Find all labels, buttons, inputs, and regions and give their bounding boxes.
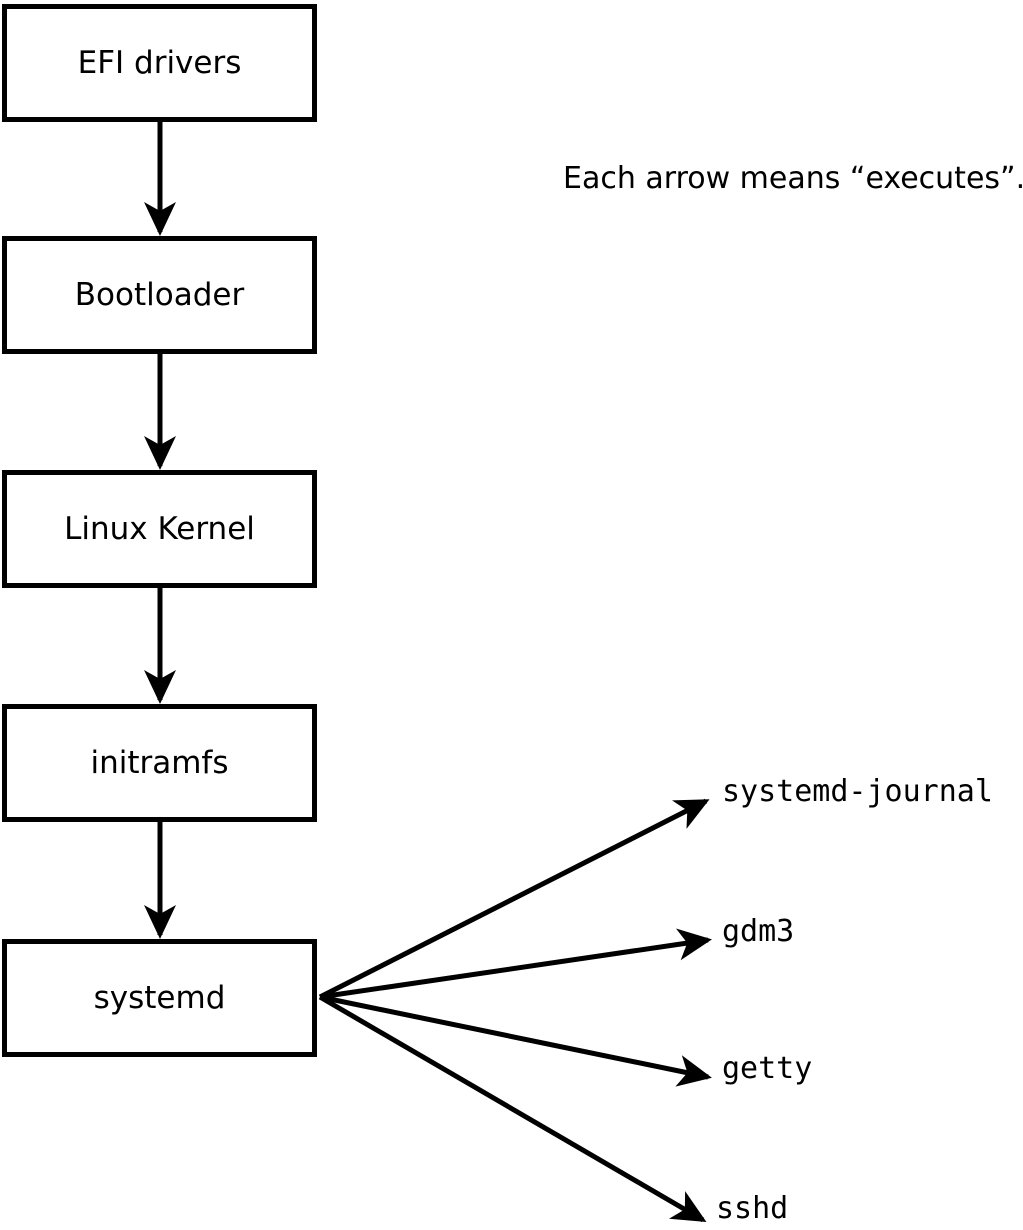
node-box-initramfs[interactable]: initramfs [2,704,317,822]
node-box-efi-drivers[interactable]: EFI drivers [2,4,317,122]
legend-caption: Each arrow means “executes”. [563,161,1023,196]
node-box-linux-kernel[interactable]: Linux Kernel [2,470,317,588]
node-label-initramfs: initramfs [90,744,229,781]
arrow-systemd-to-gdm3 [319,928,712,1000]
node-label-efi-drivers: EFI drivers [77,44,242,81]
arrow-systemd-to-sshd [318,994,707,1223]
leaf-label-getty: getty [722,1051,813,1086]
fan-arrow-group [318,798,712,1223]
node-box-systemd[interactable]: systemd [2,939,317,1057]
leaf-label-sshd: sshd [716,1191,789,1226]
node-label-systemd: systemd [93,979,226,1016]
arrow-systemd-to-systemd-journal [318,798,710,1000]
leaf-label-systemd-journal: systemd-journal [722,774,993,809]
node-label-bootloader: Bootloader [74,276,245,313]
arrow-systemd-to-getty [319,994,712,1087]
node-box-bootloader[interactable]: Bootloader [2,236,317,354]
node-label-linux-kernel: Linux Kernel [64,510,255,547]
leaf-label-gdm3: gdm3 [722,914,795,949]
